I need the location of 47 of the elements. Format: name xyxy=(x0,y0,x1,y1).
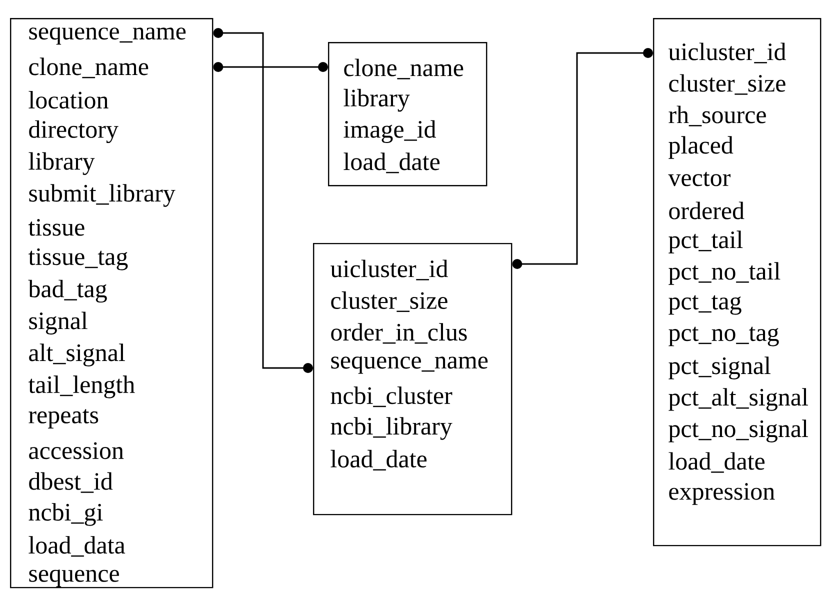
field-name: ordered xyxy=(669,202,744,220)
field-name: pct_alt_signal xyxy=(668,388,808,411)
field-name: tissue_tag xyxy=(28,248,128,270)
field-name: load_date xyxy=(330,450,427,470)
field-name: location xyxy=(28,91,108,109)
field-name: library xyxy=(28,152,95,175)
field-name: repeats xyxy=(28,409,98,428)
field-name: order_in_clus xyxy=(331,323,467,344)
field-name: sequence_name xyxy=(29,27,186,45)
field-name: clone_name xyxy=(344,58,464,80)
field-name: vector xyxy=(668,172,730,186)
field-name: pct_signal xyxy=(668,356,770,380)
field-name: load_date xyxy=(668,452,765,473)
field-name: sequence xyxy=(29,570,119,587)
field-name: bad_tag xyxy=(28,280,107,303)
field-name: pct_tag xyxy=(668,295,742,315)
field-name: submit_library xyxy=(29,184,176,207)
field-name: ncbi_gi xyxy=(28,503,103,526)
field-name: expression xyxy=(669,483,775,505)
field-name: cluster_size xyxy=(331,291,448,312)
field-name: pct_tail xyxy=(668,230,743,254)
field-name: tail_length xyxy=(28,376,135,398)
field-name: sequence_name xyxy=(331,356,488,374)
connector xyxy=(213,28,313,373)
field-name: rh_source xyxy=(668,106,766,126)
field-name: alt_signal xyxy=(29,344,125,366)
field-name: accession xyxy=(29,442,124,460)
field-name: pct_no_tail xyxy=(668,262,780,285)
field-name: pct_no_signal xyxy=(668,420,808,442)
field-name: tissue xyxy=(28,219,84,236)
field-name: uicluster_id xyxy=(668,42,786,64)
field-name: image_id xyxy=(344,120,436,143)
field-name: load_date xyxy=(344,152,440,174)
field-name: uicluster_id xyxy=(330,260,448,280)
field-name: cluster_size xyxy=(669,74,786,95)
field-name: load_data xyxy=(28,536,126,557)
field-name: library xyxy=(344,88,410,112)
field-name: ncbi_library xyxy=(330,417,452,440)
field-name: placed xyxy=(668,136,734,159)
field-name: clone_name xyxy=(29,58,148,78)
field-name: signal xyxy=(29,312,88,334)
connector xyxy=(213,62,328,72)
field-name: directory xyxy=(29,120,118,144)
field-name: pct_no_tag xyxy=(668,326,779,346)
field-name: ncbi_cluster xyxy=(330,386,452,408)
connector xyxy=(512,48,653,269)
field-name: dbest_id xyxy=(29,472,113,493)
